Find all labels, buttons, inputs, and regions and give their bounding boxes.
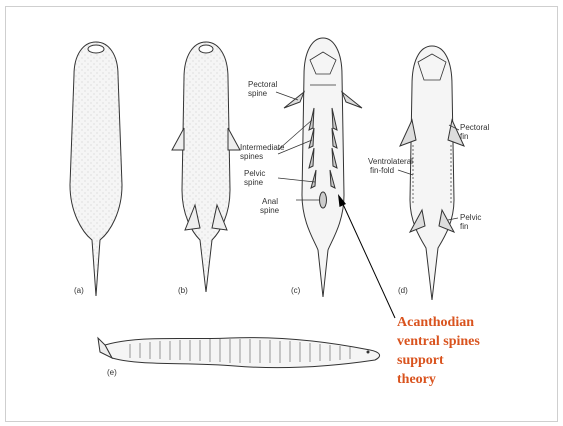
panel-label-a: (a) <box>74 286 84 295</box>
caption-line: support <box>397 351 547 370</box>
caption-text: Acanthodian ventral spines support theor… <box>397 313 547 389</box>
caption-line: Acanthodian <box>397 313 547 332</box>
fish-d-drawing <box>400 46 464 300</box>
callout-arrow <box>338 194 395 318</box>
panel-label-b: (b) <box>178 286 188 295</box>
caption-line: theory <box>397 370 547 389</box>
fish-b-drawing <box>172 42 240 292</box>
fish-c-drawing <box>284 38 362 297</box>
fish-a-drawing <box>70 42 122 296</box>
panel-label-e: (e) <box>107 368 117 377</box>
panel-label-d: (d) <box>398 286 408 295</box>
panel-label-c: (c) <box>291 286 301 295</box>
fish-e-drawing <box>98 338 380 368</box>
caption-line: ventral spines <box>397 332 547 351</box>
